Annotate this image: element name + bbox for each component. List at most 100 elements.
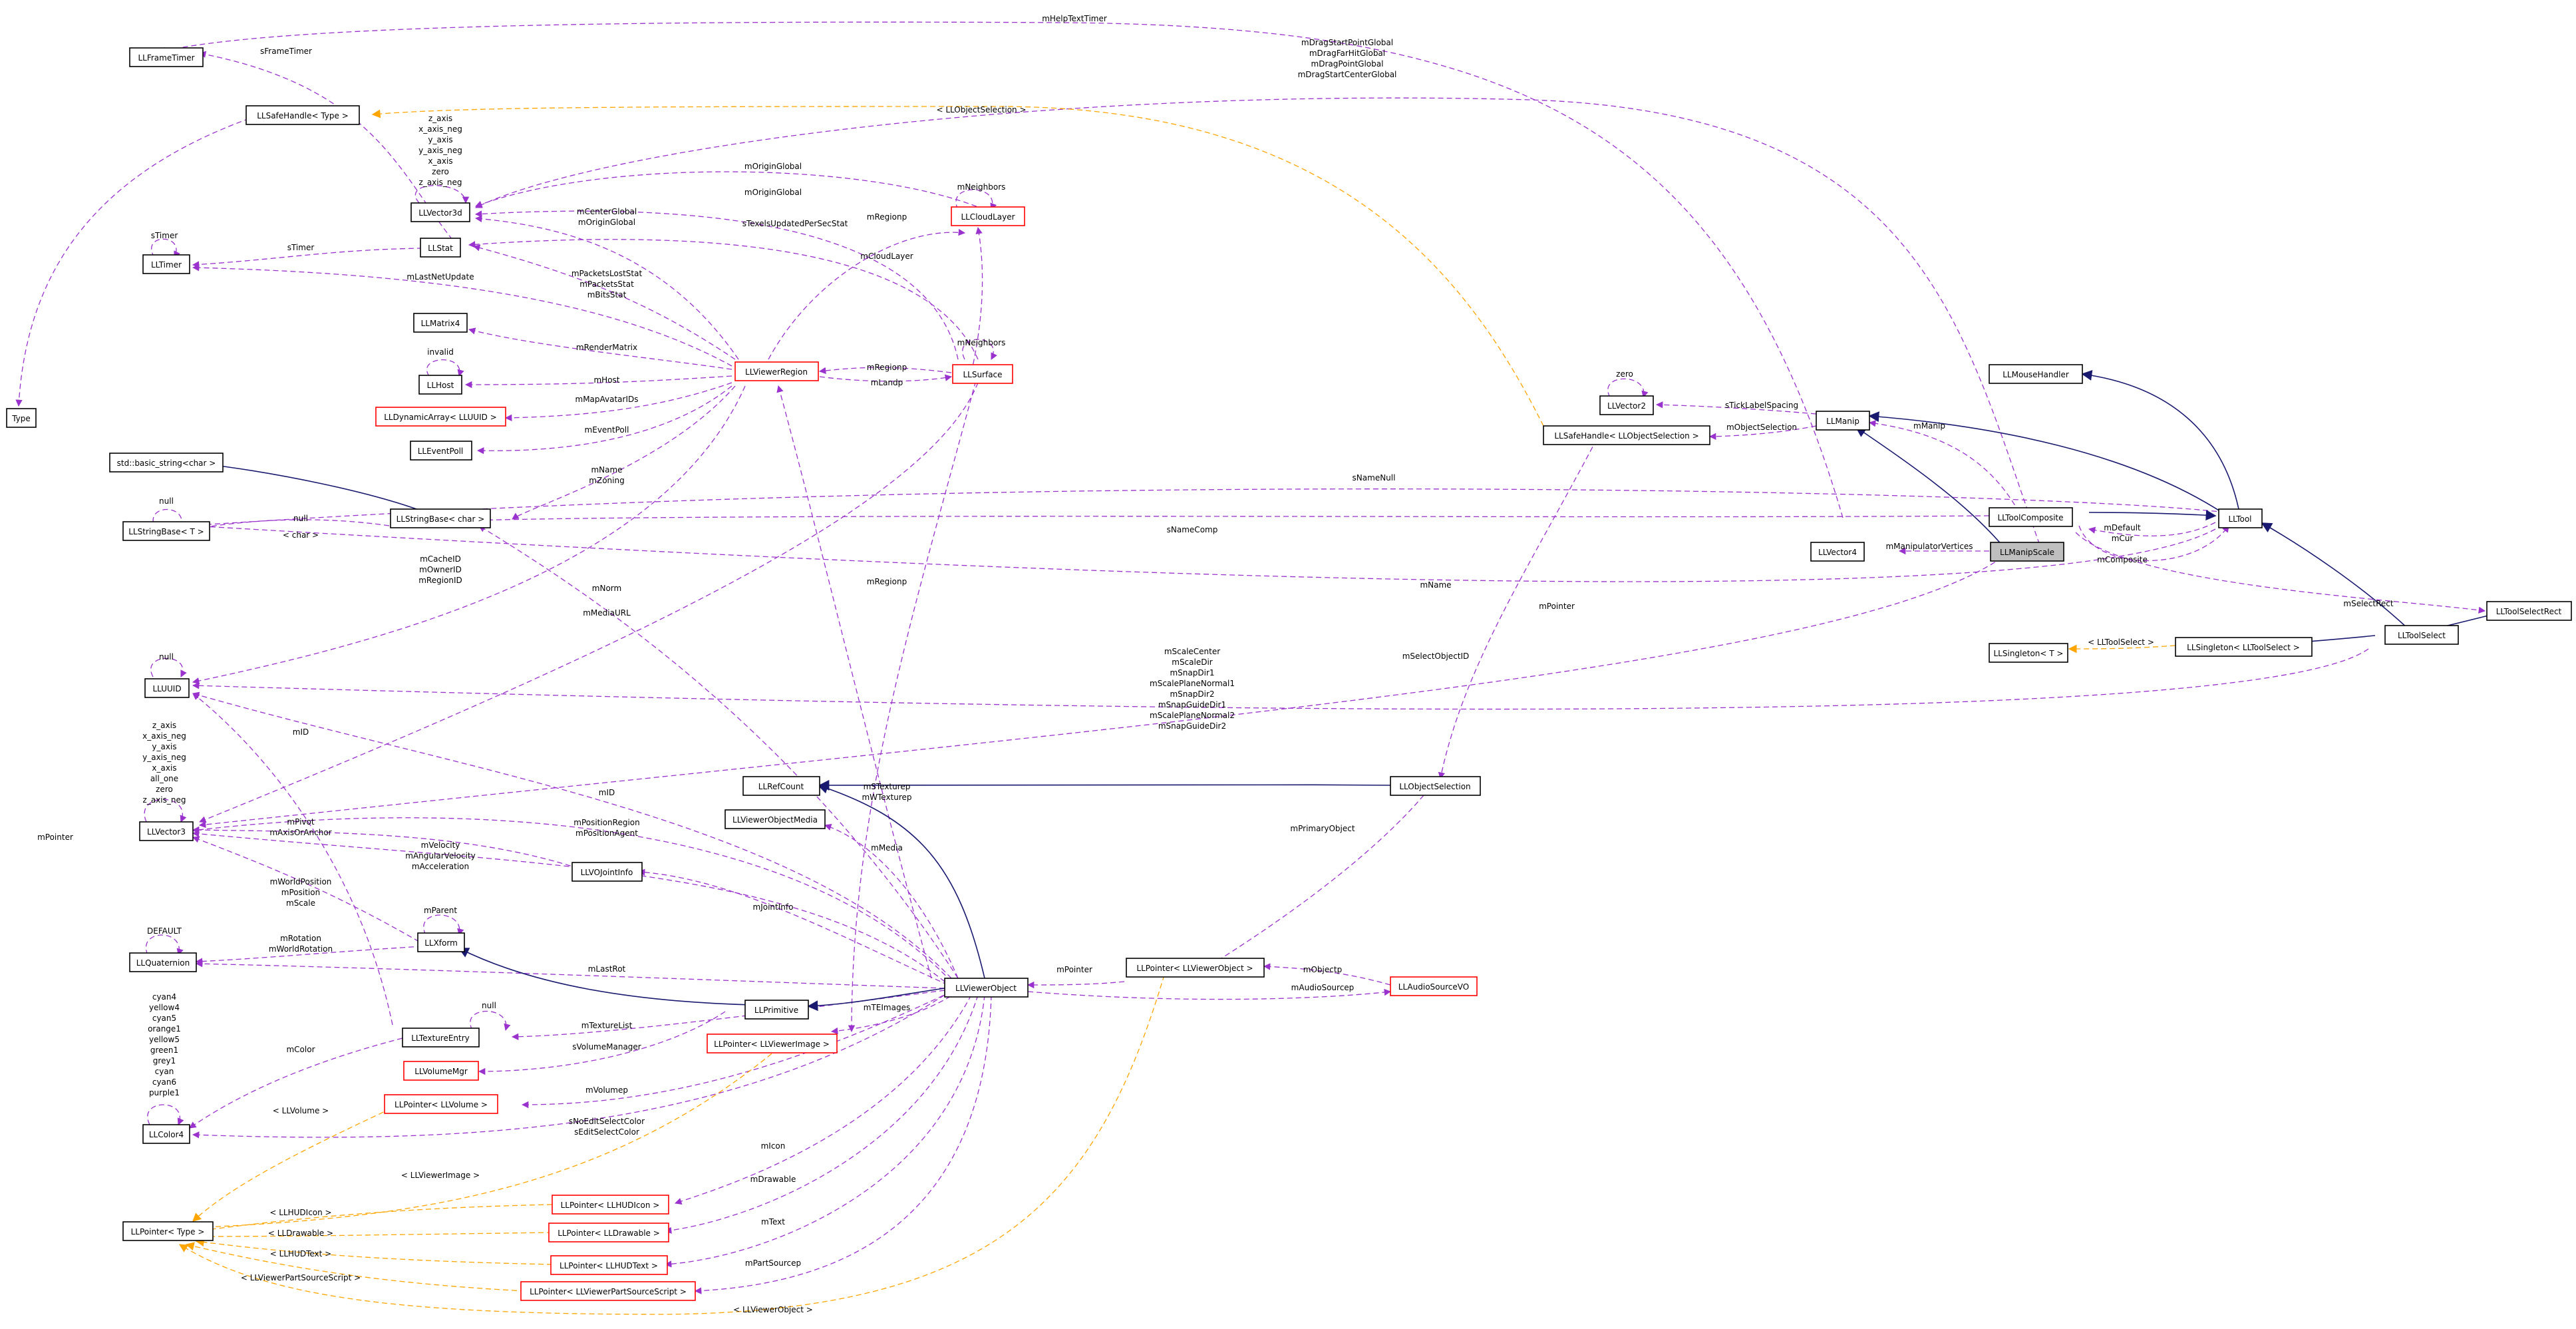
node-type[interactable]: Type: [6, 408, 37, 428]
node-llmousehandler[interactable]: LLMouseHandler: [1989, 364, 2083, 384]
node-llpointer-type[interactable]: LLPointer< Type >: [122, 1221, 214, 1241]
node-llviewerobjectmedia[interactable]: LLViewerObjectMedia: [724, 809, 826, 829]
node-llsafehandle-type[interactable]: LLSafeHandle< Type >: [245, 105, 360, 125]
edge-mcolor: [189, 1038, 403, 1129]
node-std-basic-string[interactable]: std::basic_string<char >: [109, 453, 224, 473]
node-lltimer[interactable]: LLTimer: [142, 254, 190, 274]
node-llstringbase-t[interactable]: LLStringBase< T >: [122, 521, 210, 541]
node-label: LLColor4: [149, 1130, 184, 1139]
node-label: LLAudioSourceVO: [1398, 982, 1469, 992]
node-label: LLPointer< LLHUDText >: [560, 1261, 658, 1270]
node-llcloudlayer[interactable]: LLCloudLayer: [951, 206, 1025, 226]
node-lltool[interactable]: LLTool: [2218, 508, 2263, 528]
node-lltoolselect[interactable]: LLToolSelect: [2384, 625, 2459, 645]
edge-mpartsourcep: [694, 994, 992, 1294]
label-vecaxes-4: y_axis_neg: [142, 753, 186, 762]
node-llpointer-llhudicon[interactable]: LLPointer< LLHUDIcon >: [552, 1195, 669, 1215]
label-mmanip: mManip: [1913, 421, 1945, 431]
edge-inherit-mousehandler-tool: [2081, 370, 2239, 510]
label-mnamezoning-1: mName: [591, 465, 622, 475]
node-lluuid[interactable]: LLUUID: [144, 678, 190, 698]
edge-mprimaryobject: [1210, 795, 1424, 966]
node-lltoolselectrect[interactable]: LLToolSelectRect: [2486, 601, 2572, 621]
node-llpointer-llvolume[interactable]: LLPointer< LLVolume >: [384, 1094, 498, 1114]
node-llsingleton-lltoolselect[interactable]: LLSingleton< LLToolSelect >: [2175, 637, 2313, 657]
node-llpointer-lldrawable[interactable]: LLPointer< LLDrawable >: [548, 1223, 669, 1242]
label-mselectrect: mSelectRect: [2343, 599, 2393, 608]
node-llsurface[interactable]: LLSurface: [952, 364, 1013, 384]
node-llmanip[interactable]: LLManip: [1816, 411, 1870, 431]
edge-mhelptexttimer: [158, 21, 1844, 518]
label-mvelocity-3: mAcceleration: [412, 862, 469, 871]
node-llviewerregion[interactable]: LLViewerRegion: [734, 361, 819, 381]
node-llvojointinfo[interactable]: LLVOJointInfo: [571, 862, 643, 882]
edge-lltoolselect-t: [2068, 644, 2176, 654]
node-llpointer-llviewerimage[interactable]: LLPointer< LLViewerImage >: [707, 1034, 838, 1053]
node-llvector4[interactable]: LLVector4: [1810, 542, 1865, 562]
node-label: LLSingleton< T >: [1994, 649, 2064, 658]
node-llsingleton-t[interactable]: LLSingleton< T >: [1989, 643, 2068, 663]
node-llpointer-llviewerpartsourcescript[interactable]: LLPointer< LLViewerPartSourceScript >: [520, 1281, 696, 1301]
node-llhost[interactable]: LLHost: [418, 375, 462, 395]
node-llvector2[interactable]: LLVector2: [1599, 395, 1654, 415]
node-label: LLMouseHandler: [2003, 370, 2069, 379]
node-llquaternion[interactable]: LLQuaternion: [129, 952, 197, 972]
node-llaudiosourcevo[interactable]: LLAudioSourceVO: [1390, 976, 1478, 996]
node-label: LLDynamicArray< LLUUID >: [384, 413, 496, 422]
edge-mcenterglobal: [474, 215, 739, 360]
label-axes-2: x_axis_neg: [418, 124, 462, 134]
label-mcache-1: mCacheID: [420, 554, 461, 564]
node-llsafehandle-llobjectselection[interactable]: LLSafeHandle< LLObjectSelection >: [1543, 425, 1710, 445]
label-mdrag-2: mDragFarHitGlobal: [1309, 49, 1385, 58]
node-llviewerobject[interactable]: LLViewerObject: [944, 978, 1029, 998]
node-llframetimer[interactable]: LLFrameTimer: [129, 47, 204, 67]
node-llvolumemgr[interactable]: LLVolumeMgr: [403, 1061, 479, 1081]
node-llxform[interactable]: LLXform: [417, 932, 465, 952]
label-mjointinfo: mJointInfo: [753, 902, 794, 912]
node-label: LLViewerRegion: [745, 367, 808, 377]
label-vecaxes-5: x_axis: [152, 763, 176, 773]
label-mrotation-1: mRotation: [280, 934, 321, 943]
node-llvector3[interactable]: LLVector3: [139, 821, 194, 841]
node-llcolor4[interactable]: LLColor4: [142, 1124, 190, 1144]
edge-mdrawable: [664, 994, 979, 1234]
edge-mdrag: [475, 97, 2043, 553]
edge-mnorm: [199, 382, 979, 823]
node-llpointer-llviewerobject[interactable]: LLPointer< LLViewerObject >: [1126, 958, 1265, 978]
node-llmanipscale[interactable]: LLManipScale: [1990, 542, 2064, 562]
node-label: LLCloudLayer: [961, 212, 1015, 222]
node-llmatrix4[interactable]: LLMatrix4: [413, 313, 468, 333]
label-mteimages: mTEImages: [864, 1003, 910, 1012]
node-llstringbase-char[interactable]: LLStringBase< char >: [390, 508, 491, 528]
node-lltoolcomposite[interactable]: LLToolComposite: [1989, 507, 2073, 527]
node-label: LLMatrix4: [421, 319, 460, 328]
edge-mvolumep: [521, 991, 952, 1109]
node-llobjectselection[interactable]: LLObjectSelection: [1390, 776, 1481, 796]
node-llrefcount[interactable]: LLRefCount: [742, 776, 820, 796]
edge-llhudicon-t: [195, 1204, 553, 1234]
node-label: LLSafeHandle< Type >: [257, 111, 349, 120]
label-mneighbors1: mNeighbors: [957, 182, 1006, 192]
label-mname: mName: [1420, 580, 1451, 590]
label-mtext: mText: [761, 1217, 785, 1227]
label-colors-3: cyan5: [152, 1014, 176, 1023]
node-lldynamicarray-lluuid[interactable]: LLDynamicArray< LLUUID >: [375, 407, 506, 427]
node-label: LLUUID: [152, 684, 181, 693]
label-null2: null: [293, 514, 308, 523]
label-mworldposition-1: mWorldPosition: [270, 877, 332, 886]
node-label: LLTextureEntry: [411, 1034, 470, 1043]
node-llpointer-llhudtext[interactable]: LLPointer< LLHUDText >: [550, 1255, 668, 1275]
node-llvector3d[interactable]: LLVector3d: [410, 202, 470, 222]
node-lltextureentry[interactable]: LLTextureEntry: [402, 1028, 480, 1047]
node-label: LLSingleton< LLToolSelect >: [2187, 643, 2300, 652]
label-llhudicon-t: < LLHUDIcon >: [269, 1208, 331, 1217]
label-mcache-3: mRegionID: [418, 576, 462, 585]
edge-stimer: [192, 248, 423, 268]
node-llprimitive[interactable]: LLPrimitive: [744, 1000, 809, 1020]
node-label: LLSurface: [963, 370, 1002, 379]
edge-mpositionregion: [192, 817, 952, 982]
node-llstat[interactable]: LLStat: [420, 238, 461, 258]
label-colors-5: yellow5: [149, 1035, 180, 1044]
label-mcache-2: mOwnerID: [419, 565, 462, 574]
node-lleventpoll[interactable]: LLEventPoll: [410, 441, 472, 461]
